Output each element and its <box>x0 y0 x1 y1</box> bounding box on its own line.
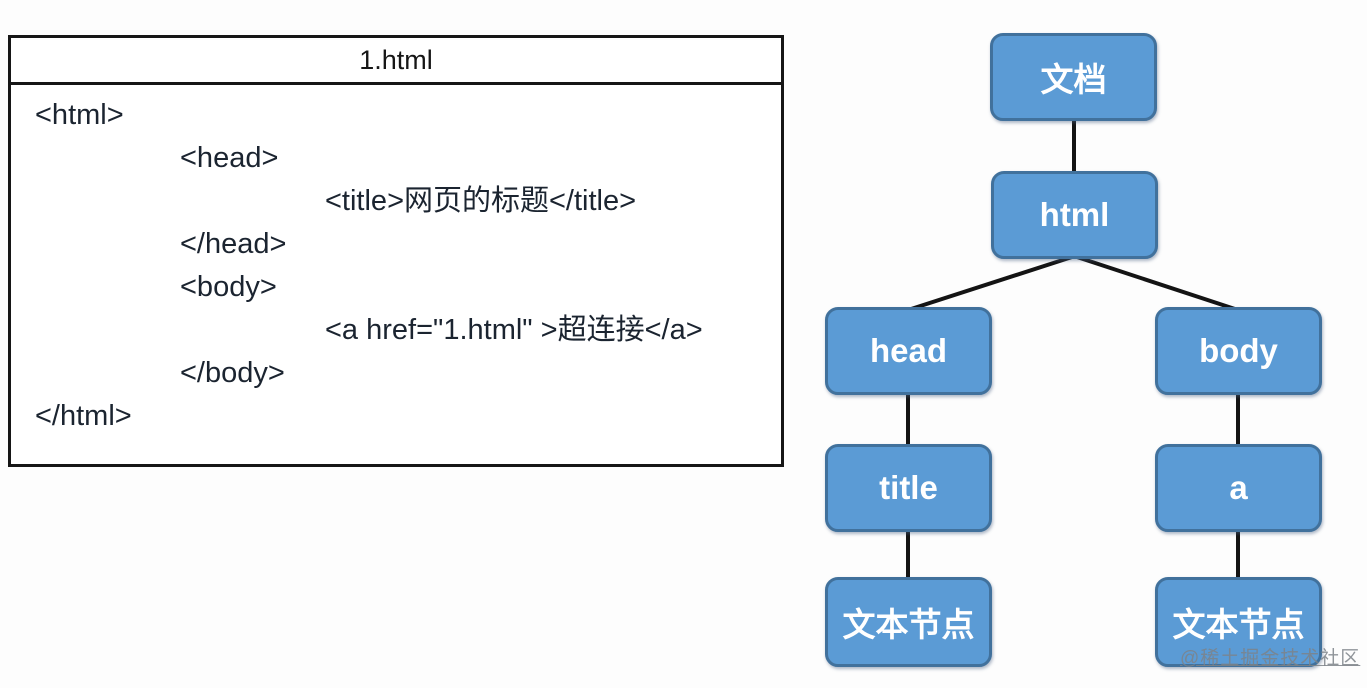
tree-node-title: title <box>825 444 992 532</box>
tree-node-body: body <box>1155 307 1322 395</box>
tree-node-html: html <box>991 171 1158 259</box>
code-line: </body> <box>180 357 285 389</box>
code-line: <head> <box>180 142 279 174</box>
code-line: <a href="1.html" >超连接</a> <box>325 314 703 346</box>
tree-node-text-node-right: 文本节点 <box>1155 577 1322 667</box>
tree-node-document: 文档 <box>990 33 1157 121</box>
code-body: <html> <head> <title>网页的标题</title> </hea… <box>11 85 781 438</box>
watermark: @稀土掘金技术社区 <box>1180 648 1361 669</box>
code-panel: 1.html <html> <head> <title>网页的标题</title… <box>8 35 784 467</box>
edge-html-head <box>906 255 1074 312</box>
code-line: <body> <box>180 271 277 303</box>
tree-node-head: head <box>825 307 992 395</box>
code-line: </html> <box>35 400 132 432</box>
code-line: <title>网页的标题</title> <box>325 185 637 217</box>
tree-node-a: a <box>1155 444 1322 532</box>
code-panel-title: 1.html <box>11 38 781 85</box>
edge-html-body <box>1075 255 1240 312</box>
code-line: </head> <box>180 228 287 260</box>
code-line: <html> <box>35 99 124 131</box>
tree-node-text-node-left: 文本节点 <box>825 577 992 667</box>
